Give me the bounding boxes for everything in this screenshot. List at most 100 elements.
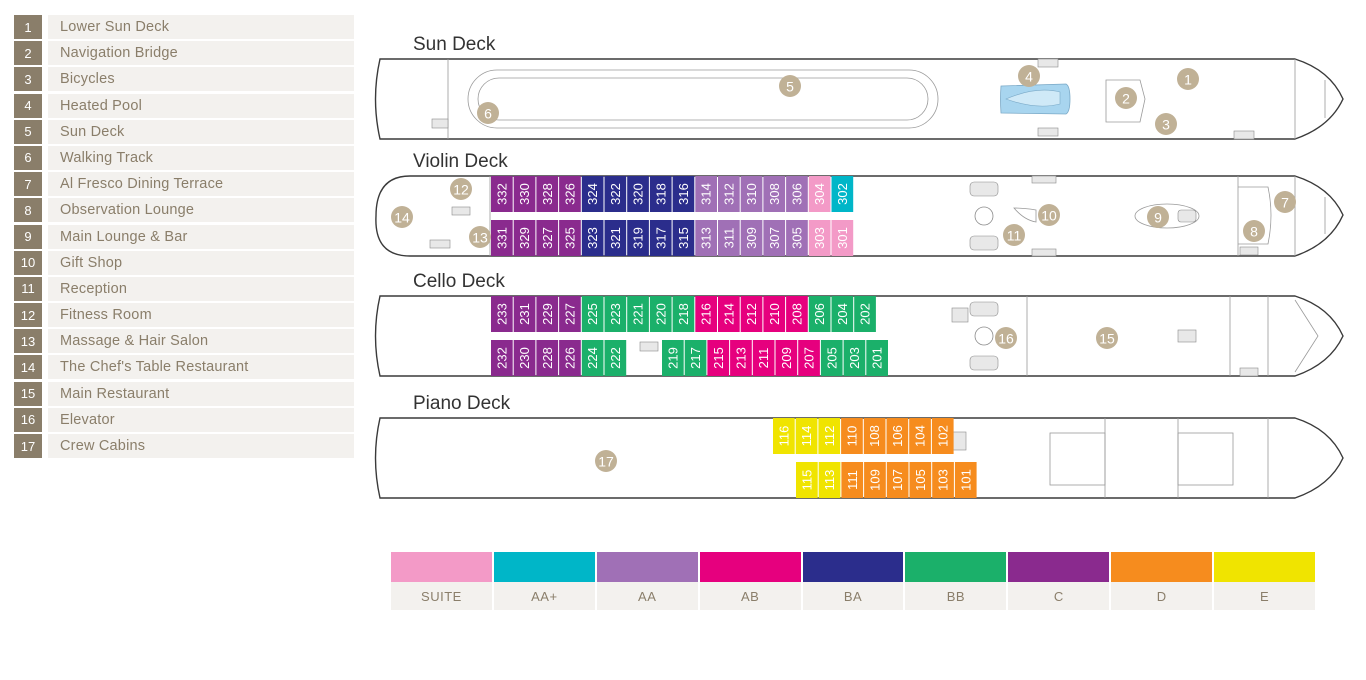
cabin-303[interactable] — [808, 220, 831, 256]
cabin-215[interactable] — [707, 340, 730, 376]
cabin-115[interactable] — [796, 462, 818, 498]
cabin-213[interactable] — [730, 340, 752, 376]
cabin-322[interactable] — [604, 176, 627, 212]
cabin-208[interactable] — [786, 296, 808, 332]
cabin-325[interactable] — [559, 220, 581, 256]
cabin-211[interactable] — [752, 340, 775, 376]
cabin-220[interactable] — [649, 296, 672, 332]
cabin-228[interactable] — [536, 340, 559, 376]
cabin-313[interactable] — [695, 220, 717, 256]
cabin-number: 207 — [802, 347, 817, 369]
cabin-number: 206 — [812, 303, 827, 325]
cabin-329[interactable] — [513, 220, 536, 256]
cabin-101[interactable] — [954, 462, 977, 498]
cabin-number: 312 — [721, 183, 736, 205]
area-marker-13: 13 — [469, 226, 491, 248]
cabin-321[interactable] — [604, 220, 627, 256]
cabin-102[interactable] — [931, 418, 954, 454]
cabin-226[interactable] — [559, 340, 581, 376]
cabin-221[interactable] — [627, 296, 649, 332]
cabin-212[interactable] — [740, 296, 763, 332]
cabin-316[interactable] — [672, 176, 695, 212]
cabin-315[interactable] — [672, 220, 695, 256]
cabin-301[interactable] — [831, 220, 854, 256]
cabin-number: 232 — [494, 347, 509, 369]
cabin-332[interactable] — [491, 176, 513, 212]
cabin-number: 109 — [867, 469, 882, 491]
cabin-206[interactable] — [808, 296, 831, 332]
cabin-110[interactable] — [841, 418, 863, 454]
cabin-202[interactable] — [854, 296, 876, 332]
cabin-232[interactable] — [491, 340, 513, 376]
cabin-218[interactable] — [672, 296, 695, 332]
cabin-323[interactable] — [581, 220, 604, 256]
cabin-203[interactable] — [843, 340, 866, 376]
cabin-225[interactable] — [581, 296, 604, 332]
cabin-330[interactable] — [513, 176, 536, 212]
cabin-108[interactable] — [863, 418, 886, 454]
legend-label: Navigation Bridge — [48, 41, 354, 66]
legend-label: Elevator — [48, 407, 354, 432]
cabin-310[interactable] — [740, 176, 763, 212]
cabin-331[interactable] — [491, 220, 513, 256]
cabin-107[interactable] — [886, 462, 909, 498]
cabin-318[interactable] — [649, 176, 672, 212]
cabin-308[interactable] — [763, 176, 786, 212]
cabin-109[interactable] — [864, 462, 886, 498]
cabin-307[interactable] — [763, 220, 786, 256]
cabin-223[interactable] — [604, 296, 627, 332]
cabin-311[interactable] — [718, 220, 740, 256]
area-marker-number: 5 — [786, 79, 794, 95]
cabin-116[interactable] — [773, 418, 795, 454]
cabin-216[interactable] — [695, 296, 717, 332]
cabin-312[interactable] — [718, 176, 740, 212]
cabin-114[interactable] — [795, 418, 818, 454]
cabin-number: 319 — [631, 227, 646, 249]
cabin-309[interactable] — [740, 220, 763, 256]
cabin-210[interactable] — [763, 296, 786, 332]
cabin-219[interactable] — [662, 340, 684, 376]
cabin-227[interactable] — [559, 296, 581, 332]
cabin-230[interactable] — [513, 340, 536, 376]
cabin-222[interactable] — [604, 340, 627, 376]
cabin-314[interactable] — [695, 176, 717, 212]
cabin-205[interactable] — [820, 340, 843, 376]
cabin-327[interactable] — [536, 220, 559, 256]
cabin-231[interactable] — [513, 296, 536, 332]
cabin-103[interactable] — [932, 462, 954, 498]
cabin-105[interactable] — [909, 462, 932, 498]
cabin-328[interactable] — [536, 176, 559, 212]
cabin-214[interactable] — [718, 296, 740, 332]
cabin-104[interactable] — [909, 418, 931, 454]
cabin-304[interactable] — [808, 176, 831, 212]
cabin-113[interactable] — [818, 462, 841, 498]
cabin-305[interactable] — [786, 220, 808, 256]
cabin-326[interactable] — [559, 176, 581, 212]
cabin-224[interactable] — [581, 340, 604, 376]
legend-number: 2 — [14, 41, 42, 66]
cabin-233[interactable] — [491, 296, 513, 332]
cabin-111[interactable] — [841, 462, 864, 498]
cabin-217[interactable] — [684, 340, 707, 376]
legend-number: 16 — [14, 407, 42, 432]
cabin-201[interactable] — [866, 340, 888, 376]
category-swatch — [699, 552, 801, 582]
cabin-302[interactable] — [831, 176, 854, 212]
cabin-204[interactable] — [831, 296, 854, 332]
cabin-324[interactable] — [581, 176, 604, 212]
cabin-number: 313 — [699, 227, 714, 249]
cabin-319[interactable] — [627, 220, 649, 256]
cabin-306[interactable] — [786, 176, 808, 212]
cabin-209[interactable] — [775, 340, 798, 376]
cabin-number: 217 — [688, 347, 703, 369]
cabin-112[interactable] — [818, 418, 841, 454]
cabin-106[interactable] — [886, 418, 909, 454]
legend-label: Gift Shop — [48, 250, 354, 275]
cabin-207[interactable] — [798, 340, 820, 376]
cabin-229[interactable] — [536, 296, 559, 332]
cabin-320[interactable] — [627, 176, 649, 212]
cabin-317[interactable] — [649, 220, 672, 256]
legend-number: 7 — [14, 172, 42, 197]
